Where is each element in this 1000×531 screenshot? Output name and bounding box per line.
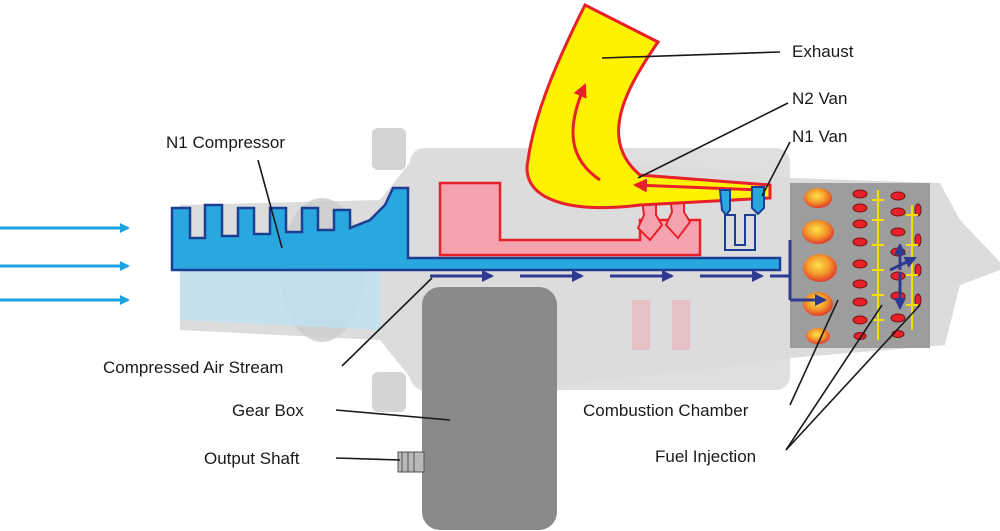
label-n1-van: N1 Van — [792, 127, 848, 146]
turbine-vanes — [718, 186, 765, 251]
label-exhaust: Exhaust — [792, 42, 854, 61]
n1-compressor-shape — [170, 186, 782, 272]
combustion-flow-arrows — [889, 243, 917, 310]
label-gear-box: Gear Box — [232, 401, 304, 420]
label-n1-compressor: N1 Compressor — [166, 133, 286, 152]
label-n2-van: N2 Van — [792, 89, 848, 108]
label-compressed-air-stream: Compressed Air Stream — [103, 358, 284, 377]
exhaust-duct — [525, 2, 772, 210]
air-intake-arrows — [0, 223, 130, 305]
gear-box-shape — [397, 287, 557, 530]
combustion-chamber — [790, 183, 930, 348]
label-combustion-chamber: Combustion Chamber — [583, 401, 749, 420]
leader-lines — [257, 51, 921, 461]
compressed-air-arrows — [430, 240, 827, 306]
label-fuel-injection: Fuel Injection — [655, 447, 757, 466]
label-output-shaft: Output Shaft — [204, 449, 300, 468]
